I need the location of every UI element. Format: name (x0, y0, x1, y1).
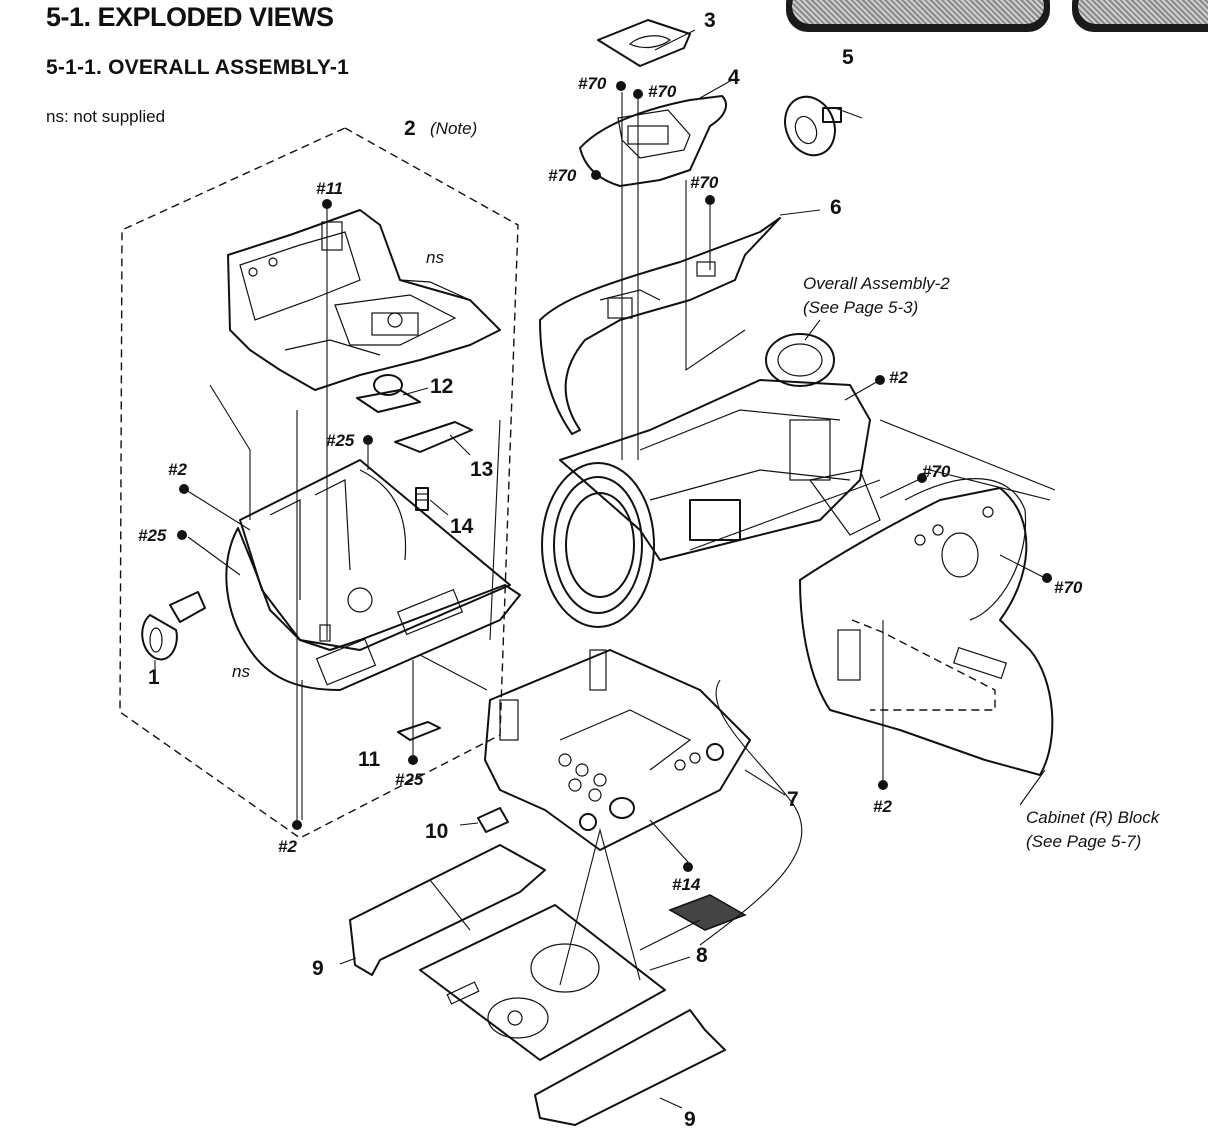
ref-cabinet-r-block-line2: (See Page 5-7) (1026, 832, 1141, 851)
part-5-knob (784, 95, 842, 157)
screw-70-e-icon (917, 473, 927, 483)
part-6-upper-cabinet (539, 217, 781, 435)
cabinet-r-block (799, 478, 1054, 776)
label-screw-14: #14 (672, 875, 701, 894)
screw-70-f-icon (1042, 573, 1052, 583)
label-screw-70-f: #70 (1054, 578, 1083, 597)
part-2-dashed-boundary (119, 127, 519, 839)
label-part-8: 8 (696, 944, 708, 967)
part-2-lower-frame (225, 459, 521, 691)
label-part-14: 14 (450, 515, 474, 538)
section-tab-2 (1072, 0, 1208, 32)
part-9-top-cover (349, 844, 546, 976)
part-11-clip (397, 721, 441, 741)
label-part-5: 5 (842, 46, 854, 69)
part-7-chassis (484, 649, 751, 851)
screw-2-a-icon (179, 484, 189, 494)
label-ns-upper: ns (426, 248, 444, 267)
label-screw-70-b: #70 (648, 82, 677, 101)
screw-2-d-icon (878, 780, 888, 790)
page-title: 5-1. EXPLODED VIEWS (46, 2, 334, 32)
part-8-bottom-plate (419, 904, 666, 1061)
screw-25-b-icon (177, 530, 187, 540)
screws (177, 81, 1052, 872)
lens-block-assembly (541, 333, 881, 628)
label-screw-2-c: #2 (889, 368, 908, 387)
screw-11-icon (322, 199, 332, 209)
label-screw-70-d: #70 (690, 173, 719, 192)
screw-25-c-icon (408, 755, 418, 765)
leader-lines (154, 29, 1056, 1109)
label-screw-2-b: #2 (278, 837, 297, 856)
page-subtitle: 5-1-1. OVERALL ASSEMBLY-1 (46, 56, 349, 79)
label-screw-25-b: #25 (138, 526, 167, 545)
label-screw-2-d: #2 (873, 797, 892, 816)
label-part-2: 2 (404, 117, 416, 140)
label-screw-70-c: #70 (548, 166, 577, 185)
label-screw-11: #11 (316, 179, 343, 198)
label-part-12: 12 (430, 375, 453, 398)
label-part-1: 1 (148, 666, 160, 689)
label-screw-25-c: #25 (395, 770, 424, 789)
screw-14-icon (683, 862, 693, 872)
label-screw-25-a: #25 (326, 431, 355, 450)
part-3-top-cap (597, 19, 691, 67)
part-1-hook (141, 591, 206, 661)
label-part-10: 10 (425, 820, 448, 843)
label-part-13: 13 (470, 458, 493, 481)
part-14-spring (415, 487, 429, 511)
label-part-2-note: (Note) (430, 119, 477, 138)
ref-overall-assembly-2-line2: (See Page 5-3) (803, 298, 918, 317)
cabinet-dashed-guide (851, 619, 996, 711)
label-part-3: 3 (704, 9, 716, 32)
screw-2-c-icon (875, 375, 885, 385)
label-part-4: 4 (728, 66, 740, 89)
label-screw-70-a: #70 (578, 74, 607, 93)
label-part-9-bottom: 9 (684, 1108, 696, 1131)
label-ns-lower: ns (232, 662, 250, 681)
label-part-7: 7 (787, 788, 799, 811)
part-10-clip (477, 807, 509, 833)
screw-2-b-icon (292, 820, 302, 830)
part-9-bottom-cover (534, 1009, 726, 1126)
label-screw-2-a: #2 (168, 460, 187, 479)
screw-25-a-icon (363, 435, 373, 445)
screw-70-c-icon (591, 170, 601, 180)
label-part-9-top: 9 (312, 957, 324, 980)
legend-note: ns: not supplied (46, 107, 166, 126)
label-part-11: 11 (358, 748, 381, 771)
part-12-component (356, 374, 421, 413)
screw-70-d-icon (705, 195, 715, 205)
label-part-6: 6 (830, 196, 842, 219)
screw-70-a-icon (616, 81, 626, 91)
part-2-upper-bracket (227, 209, 501, 391)
screw-14-mesh-sheet (668, 894, 747, 931)
label-screw-70-e: #70 (922, 462, 951, 481)
ref-overall-assembly-2-line1: Overall Assembly-2 (803, 274, 950, 293)
part-13-plate (394, 421, 473, 453)
section-tab-1 (786, 0, 1050, 32)
screw-70-b-icon (633, 89, 643, 99)
ref-cabinet-r-block-line1: Cabinet (R) Block (1026, 808, 1161, 827)
